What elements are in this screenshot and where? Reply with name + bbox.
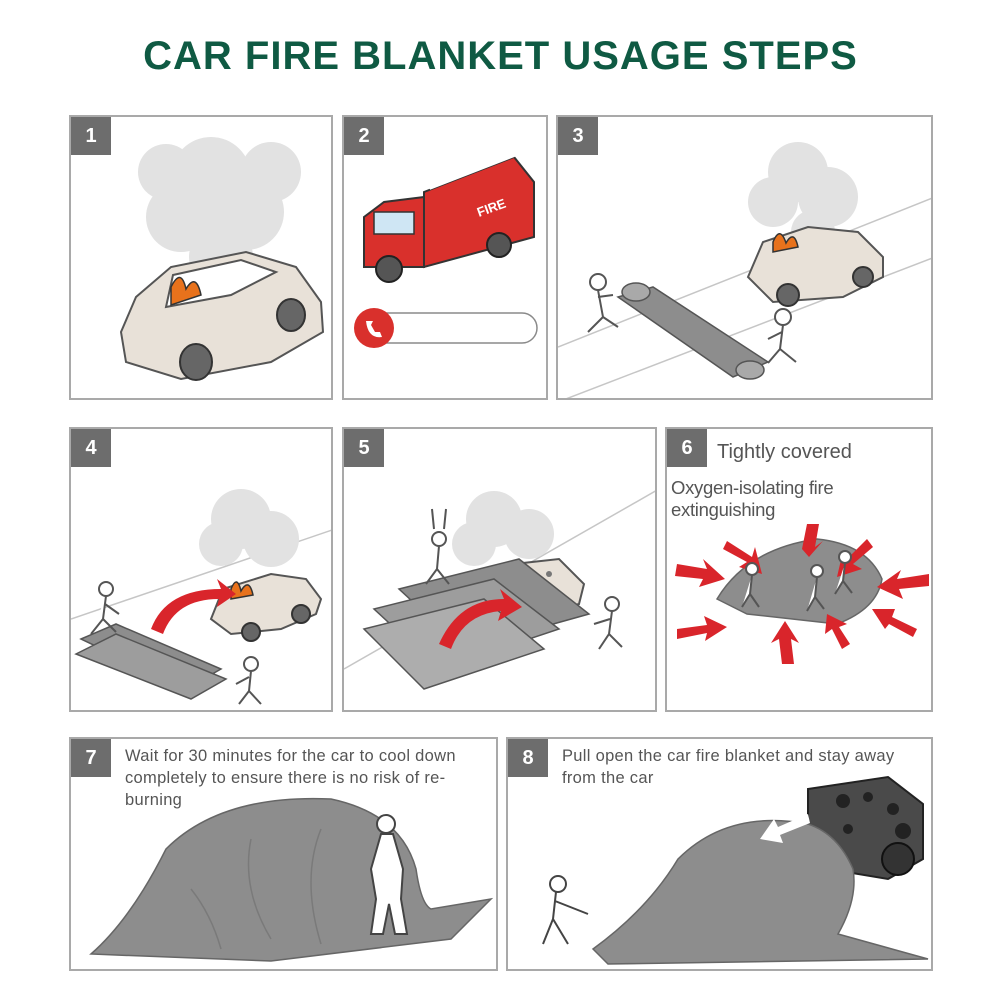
covered-car-blanket-icon (89, 797, 494, 962)
burning-car-icon (119, 250, 325, 381)
step-5-scene (344, 490, 655, 690)
step-5-panel: 5 (342, 427, 657, 712)
person-icon (90, 581, 262, 705)
rolled-blanket-icon (616, 282, 770, 380)
step-2-scene: FIRE (354, 149, 538, 348)
person-icon (741, 550, 853, 612)
unfolded-blanket-icon (74, 623, 228, 700)
step-6-panel: 6 Tightly covered Oxygen-isolating fire … (665, 427, 933, 712)
smoke-cloud (199, 489, 299, 567)
phone-icon (366, 321, 382, 338)
smoke-cloud (452, 491, 554, 566)
step-6-scene (675, 524, 929, 664)
page-title: CAR FIRE BLANKET USAGE STEPS (143, 34, 858, 78)
step-7-caption: Wait for 30 minutes for the car to cool … (125, 747, 456, 809)
step-8-caption: Pull open the car fire blanket and stay … (562, 747, 895, 787)
red-arrow-icon (675, 524, 929, 664)
white-arrow-icon (760, 814, 810, 843)
step-8-panel: 8 Pull open the car fire blanket and sta… (506, 737, 933, 971)
burning-car-icon (746, 225, 884, 307)
step-1-scene (119, 137, 325, 381)
burning-car-icon (209, 572, 323, 642)
step-1-panel: 1 (69, 115, 333, 400)
step-7-badge: 7 (71, 739, 111, 777)
phone-call-bar (354, 308, 538, 348)
step-4-panel: 4 (69, 427, 333, 712)
step-5-badge: 5 (344, 429, 384, 467)
red-arrow-icon (151, 579, 236, 634)
person-icon (425, 508, 623, 650)
person-icon (542, 875, 589, 945)
step-7-panel: 7 Wait for 30 minutes for the car to coo… (69, 737, 498, 971)
step-8-scene (542, 775, 929, 965)
step-6-badge: 6 (667, 429, 707, 467)
step-6-caption-line2: Oxygen-isolating fire extinguishing (671, 477, 834, 520)
step-3-panel: 3 (556, 115, 933, 400)
step-3-scene (558, 142, 931, 398)
step-7-scene (89, 797, 494, 962)
step-4-badge: 4 (71, 429, 111, 467)
red-arrow-icon (439, 589, 522, 649)
step-8-badge: 8 (508, 739, 548, 777)
fire-truck-icon: FIRE (363, 149, 535, 283)
person-icon (369, 814, 409, 935)
step-4-scene (71, 489, 331, 705)
step-6-caption-line1: Tightly covered (717, 441, 852, 463)
step-3-badge: 3 (558, 117, 598, 155)
step-1-badge: 1 (71, 117, 111, 155)
step-2-badge: 2 (344, 117, 384, 155)
person-icon (587, 273, 797, 364)
step-2-panel: 2 FIRE (342, 115, 548, 400)
